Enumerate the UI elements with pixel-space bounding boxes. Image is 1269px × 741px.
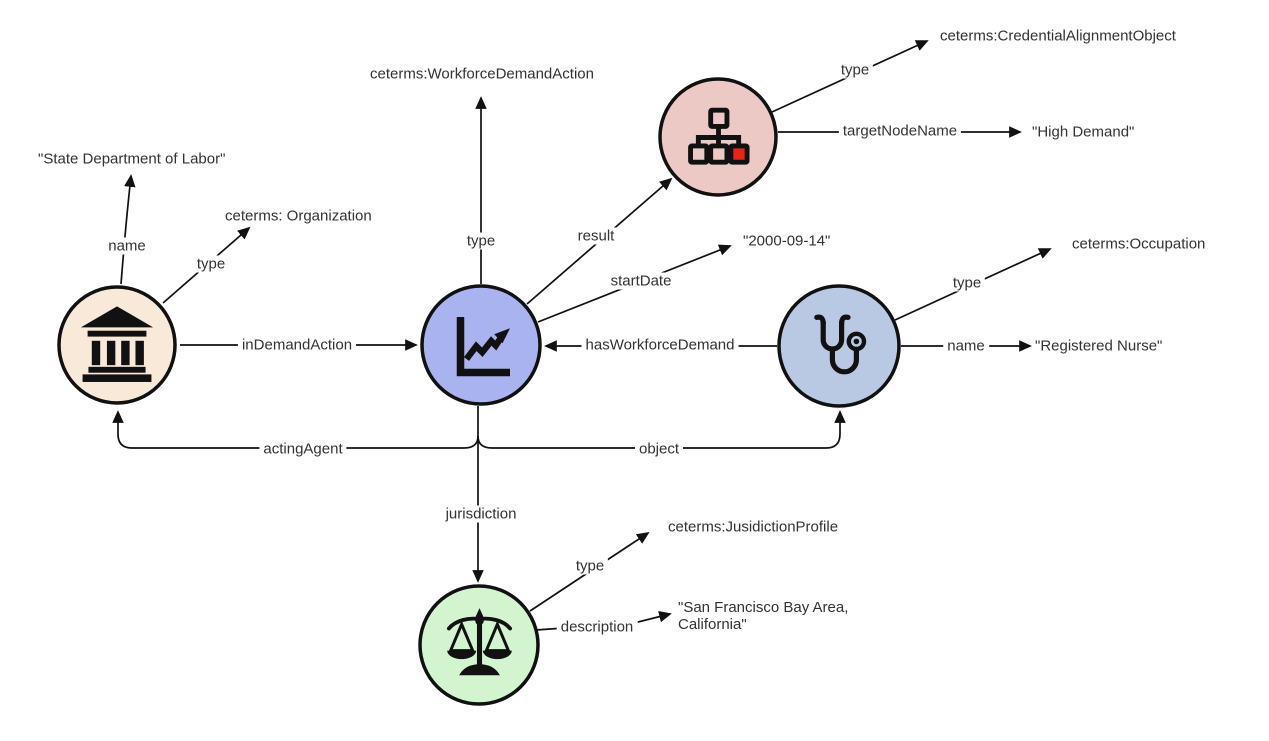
edge-label-type-organization: type [192,255,230,273]
edge-label-type-jurisdiction: type [571,557,609,575]
value-organization-name: "State Department of Labor" [38,150,226,168]
edge-actingAgent [112,410,479,449]
edge-name-organization [120,174,136,285]
edge-label-name-occupation: name [943,337,989,355]
scales-icon [446,608,513,676]
value-jurisdiction-type: ceterms:JusidictionProfile [668,518,839,536]
edge-label-startDate: startDate [606,272,676,290]
value-occupation-type: ceterms:Occupation [1072,235,1206,253]
edge-label-type-credential: type [836,61,874,79]
edge-label-type-action: type [462,232,500,250]
node-organization [57,285,177,405]
edge-label-name-organization: name [104,237,150,255]
value-action-type: ceterms:WorkforceDemandAction [370,65,594,83]
edge-label-inDemandAction: inDemandAction [237,336,357,354]
bank-icon [80,306,154,382]
sitemap-icon [688,107,750,165]
edge-label-result: result [573,227,619,245]
value-credential-type: ceterms:CredentialAlignmentObject [940,27,1176,45]
edge-label-object: object [634,440,684,458]
value-start-date: "2000-09-14" [743,232,831,250]
value-target-node-name: "High Demand" [1032,123,1135,141]
edge-label-description: description [556,618,638,636]
line-chart-icon [456,317,510,377]
edge-label-targetNodeName: targetNodeName [838,122,962,140]
value-occupation-name: "Registered Nurse" [1035,337,1163,355]
edge-label-actingAgent: actingAgent [259,440,347,458]
edge-object [477,410,846,449]
value-organization-type: ceterms: Organization [225,207,372,225]
node-workforce-demand-action [420,284,542,406]
edge-label-jurisdiction: jurisdiction [441,505,521,523]
edge-label-hasWorkforceDemand: hasWorkforceDemand [581,336,739,354]
edge-label-type-occupation: type [948,274,986,292]
stethoscope-icon [814,314,867,375]
value-jurisdiction-description: "San Francisco Bay Area, California" [678,599,849,633]
